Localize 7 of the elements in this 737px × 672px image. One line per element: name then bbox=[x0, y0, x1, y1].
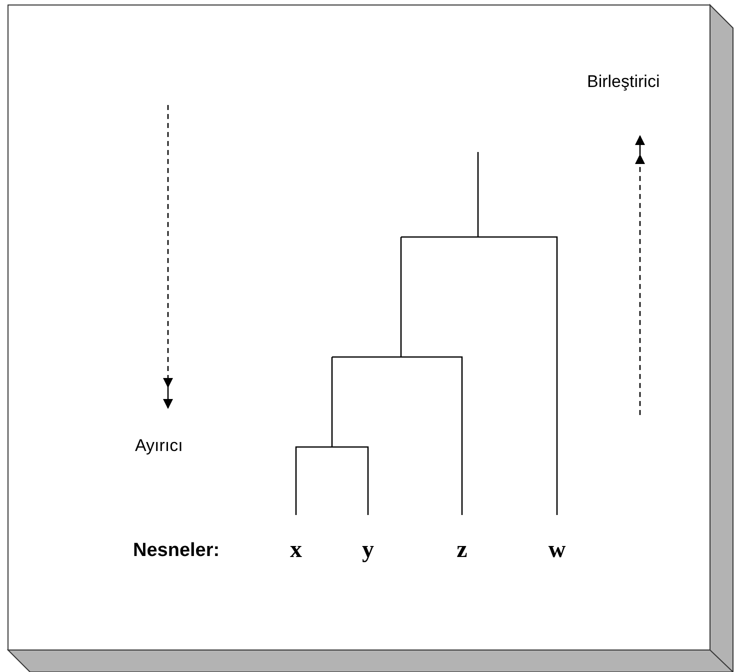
object-label: y bbox=[362, 538, 374, 562]
process-label: Birleştirici bbox=[587, 73, 660, 90]
object-label: w bbox=[548, 538, 566, 562]
object-label: z bbox=[456, 538, 468, 562]
axis-label: Nesneler: bbox=[133, 541, 220, 560]
object-label: x bbox=[290, 538, 302, 562]
process-label: Ayırıcı bbox=[135, 437, 183, 454]
